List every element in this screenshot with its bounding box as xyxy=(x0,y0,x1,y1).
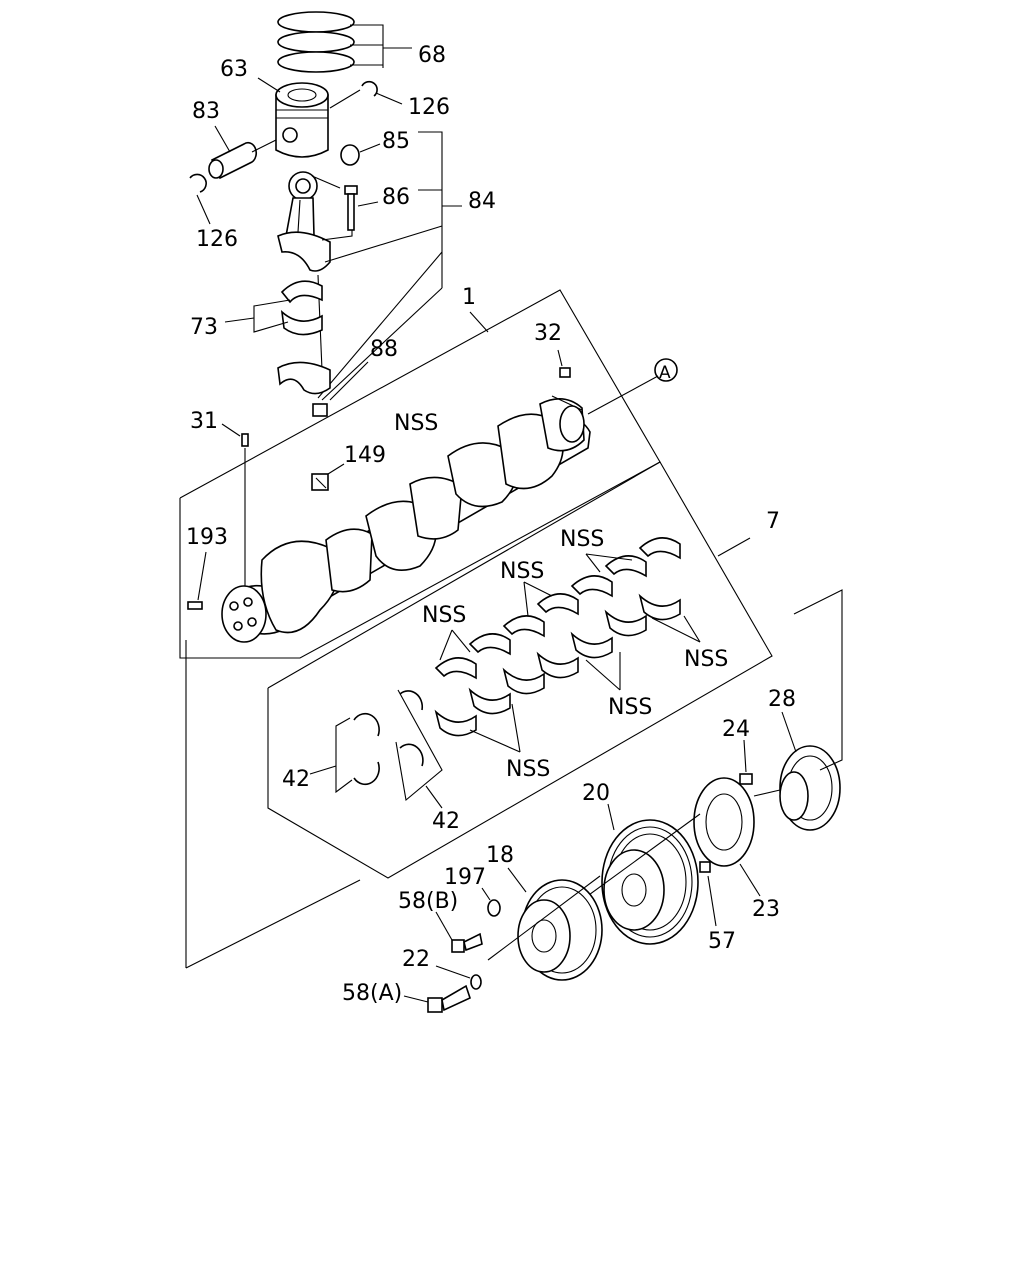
thrust-washers xyxy=(309,689,443,809)
crank-gear-28 xyxy=(753,589,843,831)
label-86: 86 xyxy=(382,185,410,210)
main-bearings-group-bracket xyxy=(267,461,773,879)
label-73: 73 xyxy=(190,315,218,340)
label-149: 149 xyxy=(344,443,386,468)
pin-57 xyxy=(699,861,717,927)
pulley-18 xyxy=(487,867,603,981)
label-31: 31 xyxy=(190,409,218,434)
connecting-rod xyxy=(277,171,353,371)
piston-pin xyxy=(208,125,277,180)
main-bearing-shells xyxy=(434,537,701,753)
bolt-24 xyxy=(739,739,753,785)
snap-ring-upper xyxy=(361,80,403,105)
bushing xyxy=(340,143,381,166)
label-nss-right: NSS xyxy=(684,647,728,672)
label-88: 88 xyxy=(370,337,398,362)
label-42-right: 42 xyxy=(432,809,460,834)
crankshaft-group-bracket xyxy=(179,289,661,659)
pin-193 xyxy=(187,551,207,610)
label-1: 1 xyxy=(462,285,476,310)
label-126-lower: 126 xyxy=(196,227,238,252)
label-24: 24 xyxy=(722,717,750,742)
rod-bolt xyxy=(344,185,379,231)
bolt-58a xyxy=(403,984,471,1013)
label-23: 23 xyxy=(752,897,780,922)
label-83: 83 xyxy=(192,99,220,124)
crankshaft xyxy=(221,375,659,643)
label-20: 20 xyxy=(582,781,610,806)
label-nss-upper-mid: NSS xyxy=(500,559,544,584)
pin-31 xyxy=(221,423,249,586)
label-nss-lower-left: NSS xyxy=(506,757,550,782)
label-197: 197 xyxy=(444,865,486,890)
plug-32 xyxy=(557,349,571,378)
washer-22 xyxy=(435,965,482,990)
label-reference-a: A xyxy=(659,363,671,383)
label-42-left: 42 xyxy=(282,767,310,792)
label-84: 84 xyxy=(468,189,496,214)
snap-ring-lower xyxy=(189,173,211,225)
label-63: 63 xyxy=(220,57,248,82)
label-68: 68 xyxy=(418,43,446,68)
rod-bearings xyxy=(224,280,323,336)
washer-197 xyxy=(481,887,501,917)
label-57: 57 xyxy=(708,929,736,954)
label-193: 193 xyxy=(186,525,228,550)
label-58b: 58(B) xyxy=(398,889,458,914)
label-28: 28 xyxy=(768,687,796,712)
leader-84-bracket xyxy=(317,131,462,401)
label-nss-left: NSS xyxy=(422,603,466,628)
label-32: 32 xyxy=(534,321,562,346)
label-85: 85 xyxy=(382,129,410,154)
label-126-upper: 126 xyxy=(408,95,450,120)
crank-gear-149 xyxy=(311,463,345,491)
crank-nose-leader xyxy=(185,640,361,969)
label-22: 22 xyxy=(402,947,430,972)
label-18: 18 xyxy=(486,843,514,868)
label-nss-upper-right: NSS xyxy=(560,527,604,552)
piston-rings xyxy=(277,11,412,73)
damper-pulley-20 xyxy=(559,803,701,945)
label-nss-lower-mid: NSS xyxy=(608,695,652,720)
reference-marker-a xyxy=(654,358,678,382)
bolt-58b xyxy=(435,911,483,953)
rod-cap xyxy=(277,361,369,417)
piston xyxy=(257,77,361,158)
label-nss-crank: NSS xyxy=(394,411,438,436)
label-7: 7 xyxy=(766,509,780,534)
plate-23 xyxy=(693,777,761,897)
label-58a: 58(A) xyxy=(342,981,402,1006)
